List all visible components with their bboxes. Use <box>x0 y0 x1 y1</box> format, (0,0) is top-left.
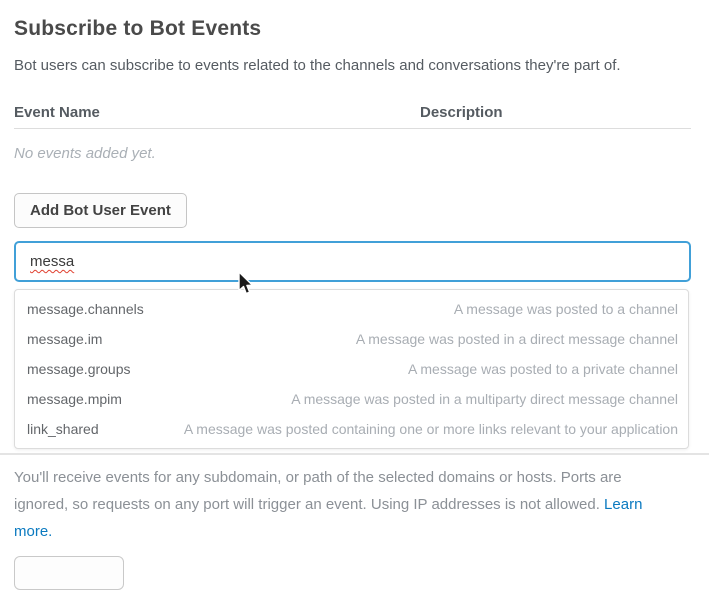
event-suggestion-item[interactable]: message.im A message was posted in a dir… <box>15 324 688 354</box>
suggestion-event-description: A message was posted in a multiparty dir… <box>291 391 678 407</box>
footer-note-text: You'll receive events for any subdomain,… <box>14 469 622 513</box>
section-divider <box>0 453 709 455</box>
event-suggestion-item[interactable]: message.groups A message was posted to a… <box>15 354 688 384</box>
event-search-input[interactable]: messa <box>14 241 691 282</box>
subscribe-bot-events-section: Subscribe to Bot Events Bot users can su… <box>0 15 711 590</box>
events-table-header: Event Name Description <box>14 105 691 129</box>
page-subtitle: Bot users can subscribe to events relate… <box>14 57 621 74</box>
event-search-input-value: messa <box>30 253 75 270</box>
bottom-partial-button[interactable] <box>14 556 124 590</box>
page-title: Subscribe to Bot Events <box>14 17 262 40</box>
event-suggestion-item[interactable]: message.channels A message was posted to… <box>15 294 688 324</box>
suggestion-event-description: A message was posted to a channel <box>453 301 678 317</box>
event-suggestion-item[interactable]: message.mpim A message was posted in a m… <box>15 384 688 414</box>
event-suggestion-item[interactable]: link_shared A message was posted contain… <box>15 414 688 444</box>
suggestion-event-name: message.im <box>27 331 103 347</box>
event-suggestions-dropdown: message.channels A message was posted to… <box>14 289 689 449</box>
events-footer-note: You'll receive events for any subdomain,… <box>14 464 674 545</box>
column-header-description: Description <box>420 104 503 121</box>
empty-events-message: No events added yet. <box>14 145 156 162</box>
suggestion-event-name: message.groups <box>27 361 131 377</box>
suggestion-event-name: link_shared <box>27 421 99 437</box>
suggestion-event-name: message.mpim <box>27 391 122 407</box>
suggestion-event-name: message.channels <box>27 301 144 317</box>
suggestion-event-description: A message was posted in a direct message… <box>355 331 678 347</box>
add-bot-user-event-button[interactable]: Add Bot User Event <box>14 193 187 228</box>
column-header-event-name: Event Name <box>14 104 100 121</box>
suggestion-event-description: A message was posted containing one or m… <box>183 421 678 437</box>
suggestion-event-description: A message was posted to a private channe… <box>407 361 678 377</box>
